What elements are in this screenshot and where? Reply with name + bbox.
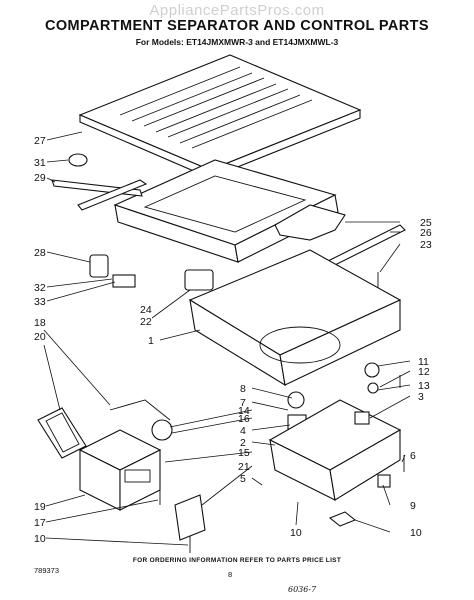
clip-part: [89, 254, 109, 278]
callout-label: 25: [420, 217, 432, 229]
block-part: [184, 269, 214, 291]
callout-label: 7: [240, 397, 246, 409]
clip-part-2: [112, 274, 136, 288]
callout-label: 4: [240, 425, 246, 437]
ordering-info-footer: FOR ORDERING INFORMATION REFER TO PARTS …: [132, 557, 342, 564]
callout-label: 13: [418, 380, 430, 392]
callout-label: 33: [34, 296, 46, 308]
cover-part: [354, 411, 370, 425]
handwritten-note: 6036-7: [288, 585, 317, 594]
callout-label: 12: [418, 366, 430, 378]
callout-label: 10: [290, 527, 302, 539]
callout-label: 24: [140, 304, 152, 316]
callout-label: 3: [418, 391, 424, 403]
callout-label: 11: [418, 356, 429, 368]
light-bulb-part: [287, 391, 305, 409]
page-number: 8: [228, 570, 233, 579]
callout-label: 10: [34, 533, 46, 545]
callout-label: 20: [34, 331, 46, 343]
wire-part: [109, 399, 171, 421]
callout-labels: 27 31 29 28 32 33 24 22 1 18 20 19 17 10…: [34, 135, 432, 545]
callout-label: 32: [34, 282, 46, 294]
callout-label: 19: [34, 501, 46, 513]
watermark: AppliancePartsPros.com: [149, 2, 325, 19]
top-tray-part: [78, 54, 362, 179]
foot-part: [377, 474, 391, 488]
plate-part: [274, 204, 346, 241]
callout-label: 9: [410, 500, 416, 512]
grommet-part: [367, 382, 379, 394]
callout-label: 21: [238, 461, 250, 473]
bar-part-2: [77, 179, 148, 211]
pad-part: [328, 511, 357, 527]
callout-label: 5: [240, 473, 246, 485]
control-housing-part: [78, 429, 162, 511]
callout-label: 14: [238, 405, 250, 417]
callout-label: 16: [238, 413, 250, 425]
diagram-subtitle: For Models: ET14JMXMWR-3 and ET14JMXMWL-…: [135, 37, 339, 47]
part-code: 789373: [34, 566, 60, 575]
callout-label: 8: [240, 383, 246, 395]
gasket-part: [37, 407, 87, 459]
lamp-socket-part: [364, 362, 380, 378]
bracket-part: [174, 494, 206, 541]
callout-label: 15: [238, 447, 250, 459]
callout-label: 2: [240, 437, 246, 449]
knob-part: [68, 153, 88, 167]
liner-part: [188, 249, 402, 387]
leader-lines: [43, 131, 411, 546]
callout-label: 17: [34, 517, 46, 529]
callout-label: 6: [410, 450, 416, 462]
callout-label: 28: [34, 247, 46, 259]
thermostat-part: [151, 419, 173, 441]
callout-label: 22: [140, 316, 152, 328]
callout-label: 27: [34, 135, 46, 147]
callout-label: 29: [34, 172, 46, 184]
callout-label: 1: [148, 335, 154, 347]
callout-label: 10: [410, 527, 422, 539]
callout-label: 31: [34, 157, 46, 169]
callout-label: 23: [420, 239, 432, 251]
callout-label: 26: [420, 227, 432, 239]
diagram-title: COMPARTMENT SEPARATOR AND CONTROL PARTS: [44, 18, 429, 34]
callout-label: 18: [34, 317, 46, 329]
